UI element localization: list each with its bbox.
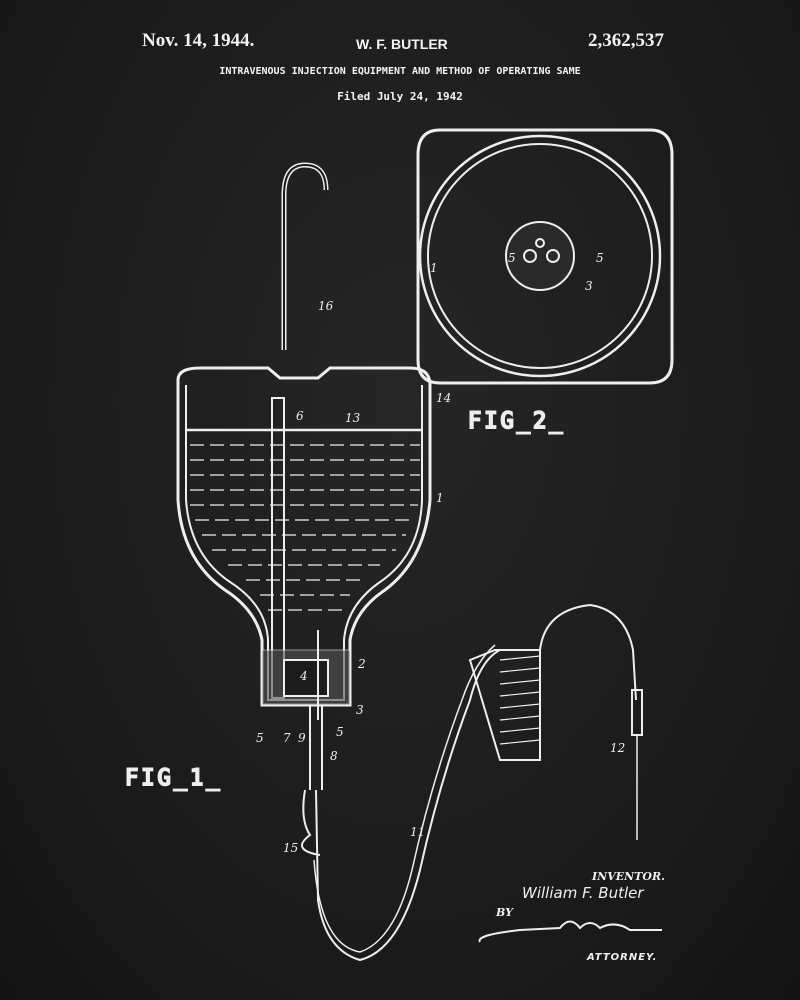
fig2-ref-1: 1 xyxy=(430,261,438,275)
ref-4: 4 xyxy=(299,669,308,683)
ref-5b: 5 xyxy=(336,725,344,739)
fig2-ref-5b: 5 xyxy=(596,251,604,265)
tube-coil xyxy=(468,603,643,840)
fig2-ref-5a: 5 xyxy=(508,251,516,265)
ref-15: 15 xyxy=(283,841,298,855)
ref-6: 6 xyxy=(296,409,304,423)
attorney-label: ATTORNEY. xyxy=(587,952,658,963)
fig2-label: FIG_2_ xyxy=(468,409,565,434)
fig1-label: FIG_1_ xyxy=(125,766,222,791)
patent-title: INTRAVENOUS INJECTION EQUIPMENT AND METH… xyxy=(219,66,581,77)
ref-13: 13 xyxy=(345,411,361,425)
ref-7: 7 xyxy=(283,731,291,745)
ref-3: 3 xyxy=(356,703,364,717)
ref-12: 12 xyxy=(610,741,625,755)
ref-16: 16 xyxy=(318,299,334,313)
attorney-signature xyxy=(478,920,662,943)
ref-2: 2 xyxy=(357,657,366,671)
ref-14: 14 xyxy=(436,391,451,405)
fig2-bottle-top-view xyxy=(416,128,674,385)
ref-1: 1 xyxy=(436,491,444,505)
inventor-name: William F. Butler xyxy=(522,884,644,902)
filed-date: Filed July 24, 1942 xyxy=(337,90,463,103)
fig1-bottle xyxy=(176,162,501,962)
inventor-header: W. F. BUTLER xyxy=(356,36,448,52)
patent-date: Nov. 14, 1944. xyxy=(142,30,255,51)
ref-8: 8 xyxy=(330,749,338,763)
by-label: BY xyxy=(496,906,513,919)
patent-number: 2,362,537 xyxy=(588,30,664,51)
ref-9: 9 xyxy=(298,731,306,745)
ref-11: 11 xyxy=(410,825,425,839)
fig2-ref-3: 3 xyxy=(585,279,593,293)
ref-5a: 5 xyxy=(256,731,264,745)
inventor-label: INVENTOR. xyxy=(592,870,665,883)
